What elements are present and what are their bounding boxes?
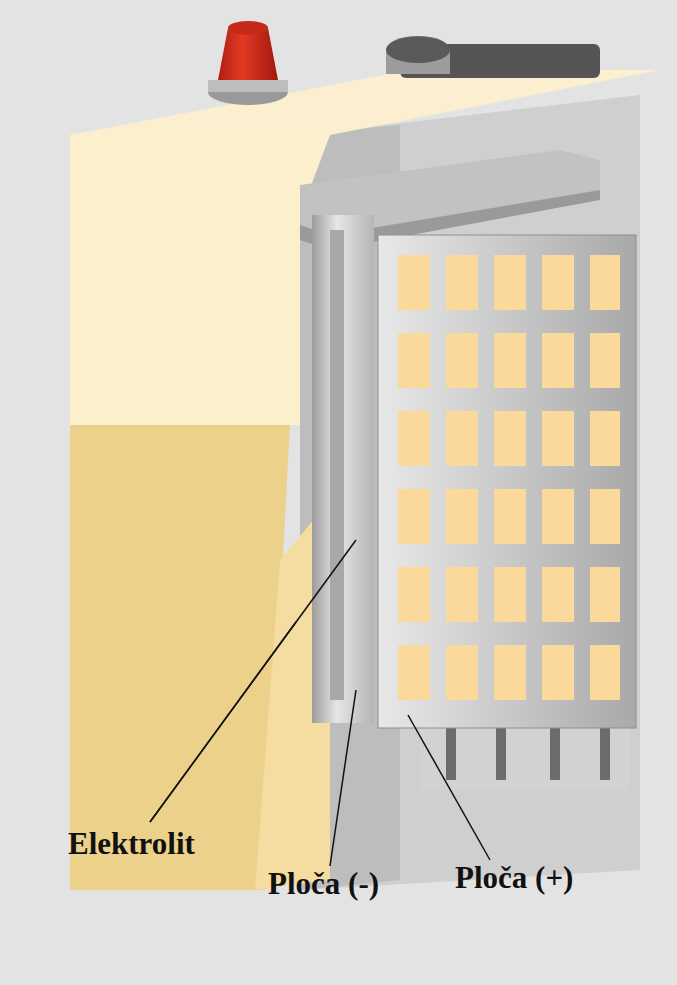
top-face bbox=[70, 70, 660, 135]
leader-line bbox=[330, 690, 356, 866]
inner-wall bbox=[300, 95, 640, 890]
negative-plate bbox=[312, 215, 374, 723]
leader-line bbox=[408, 715, 490, 860]
plate-grid-windows bbox=[398, 255, 620, 700]
part-label: Ploča (+) bbox=[455, 860, 573, 896]
cap-ring bbox=[208, 80, 288, 92]
part-label: Ploča (-) bbox=[268, 866, 379, 902]
cap-base bbox=[208, 79, 288, 105]
vent-cap bbox=[218, 28, 278, 80]
terminal-top bbox=[386, 37, 450, 63]
part-label: Elektrolit bbox=[68, 826, 195, 862]
electrolyte-front bbox=[70, 425, 290, 890]
vent-cap-top bbox=[228, 21, 268, 35]
front-face-upper bbox=[70, 135, 330, 425]
negative-plate-groove bbox=[330, 230, 344, 700]
leader-line bbox=[150, 540, 356, 822]
positive-plate bbox=[378, 235, 636, 728]
